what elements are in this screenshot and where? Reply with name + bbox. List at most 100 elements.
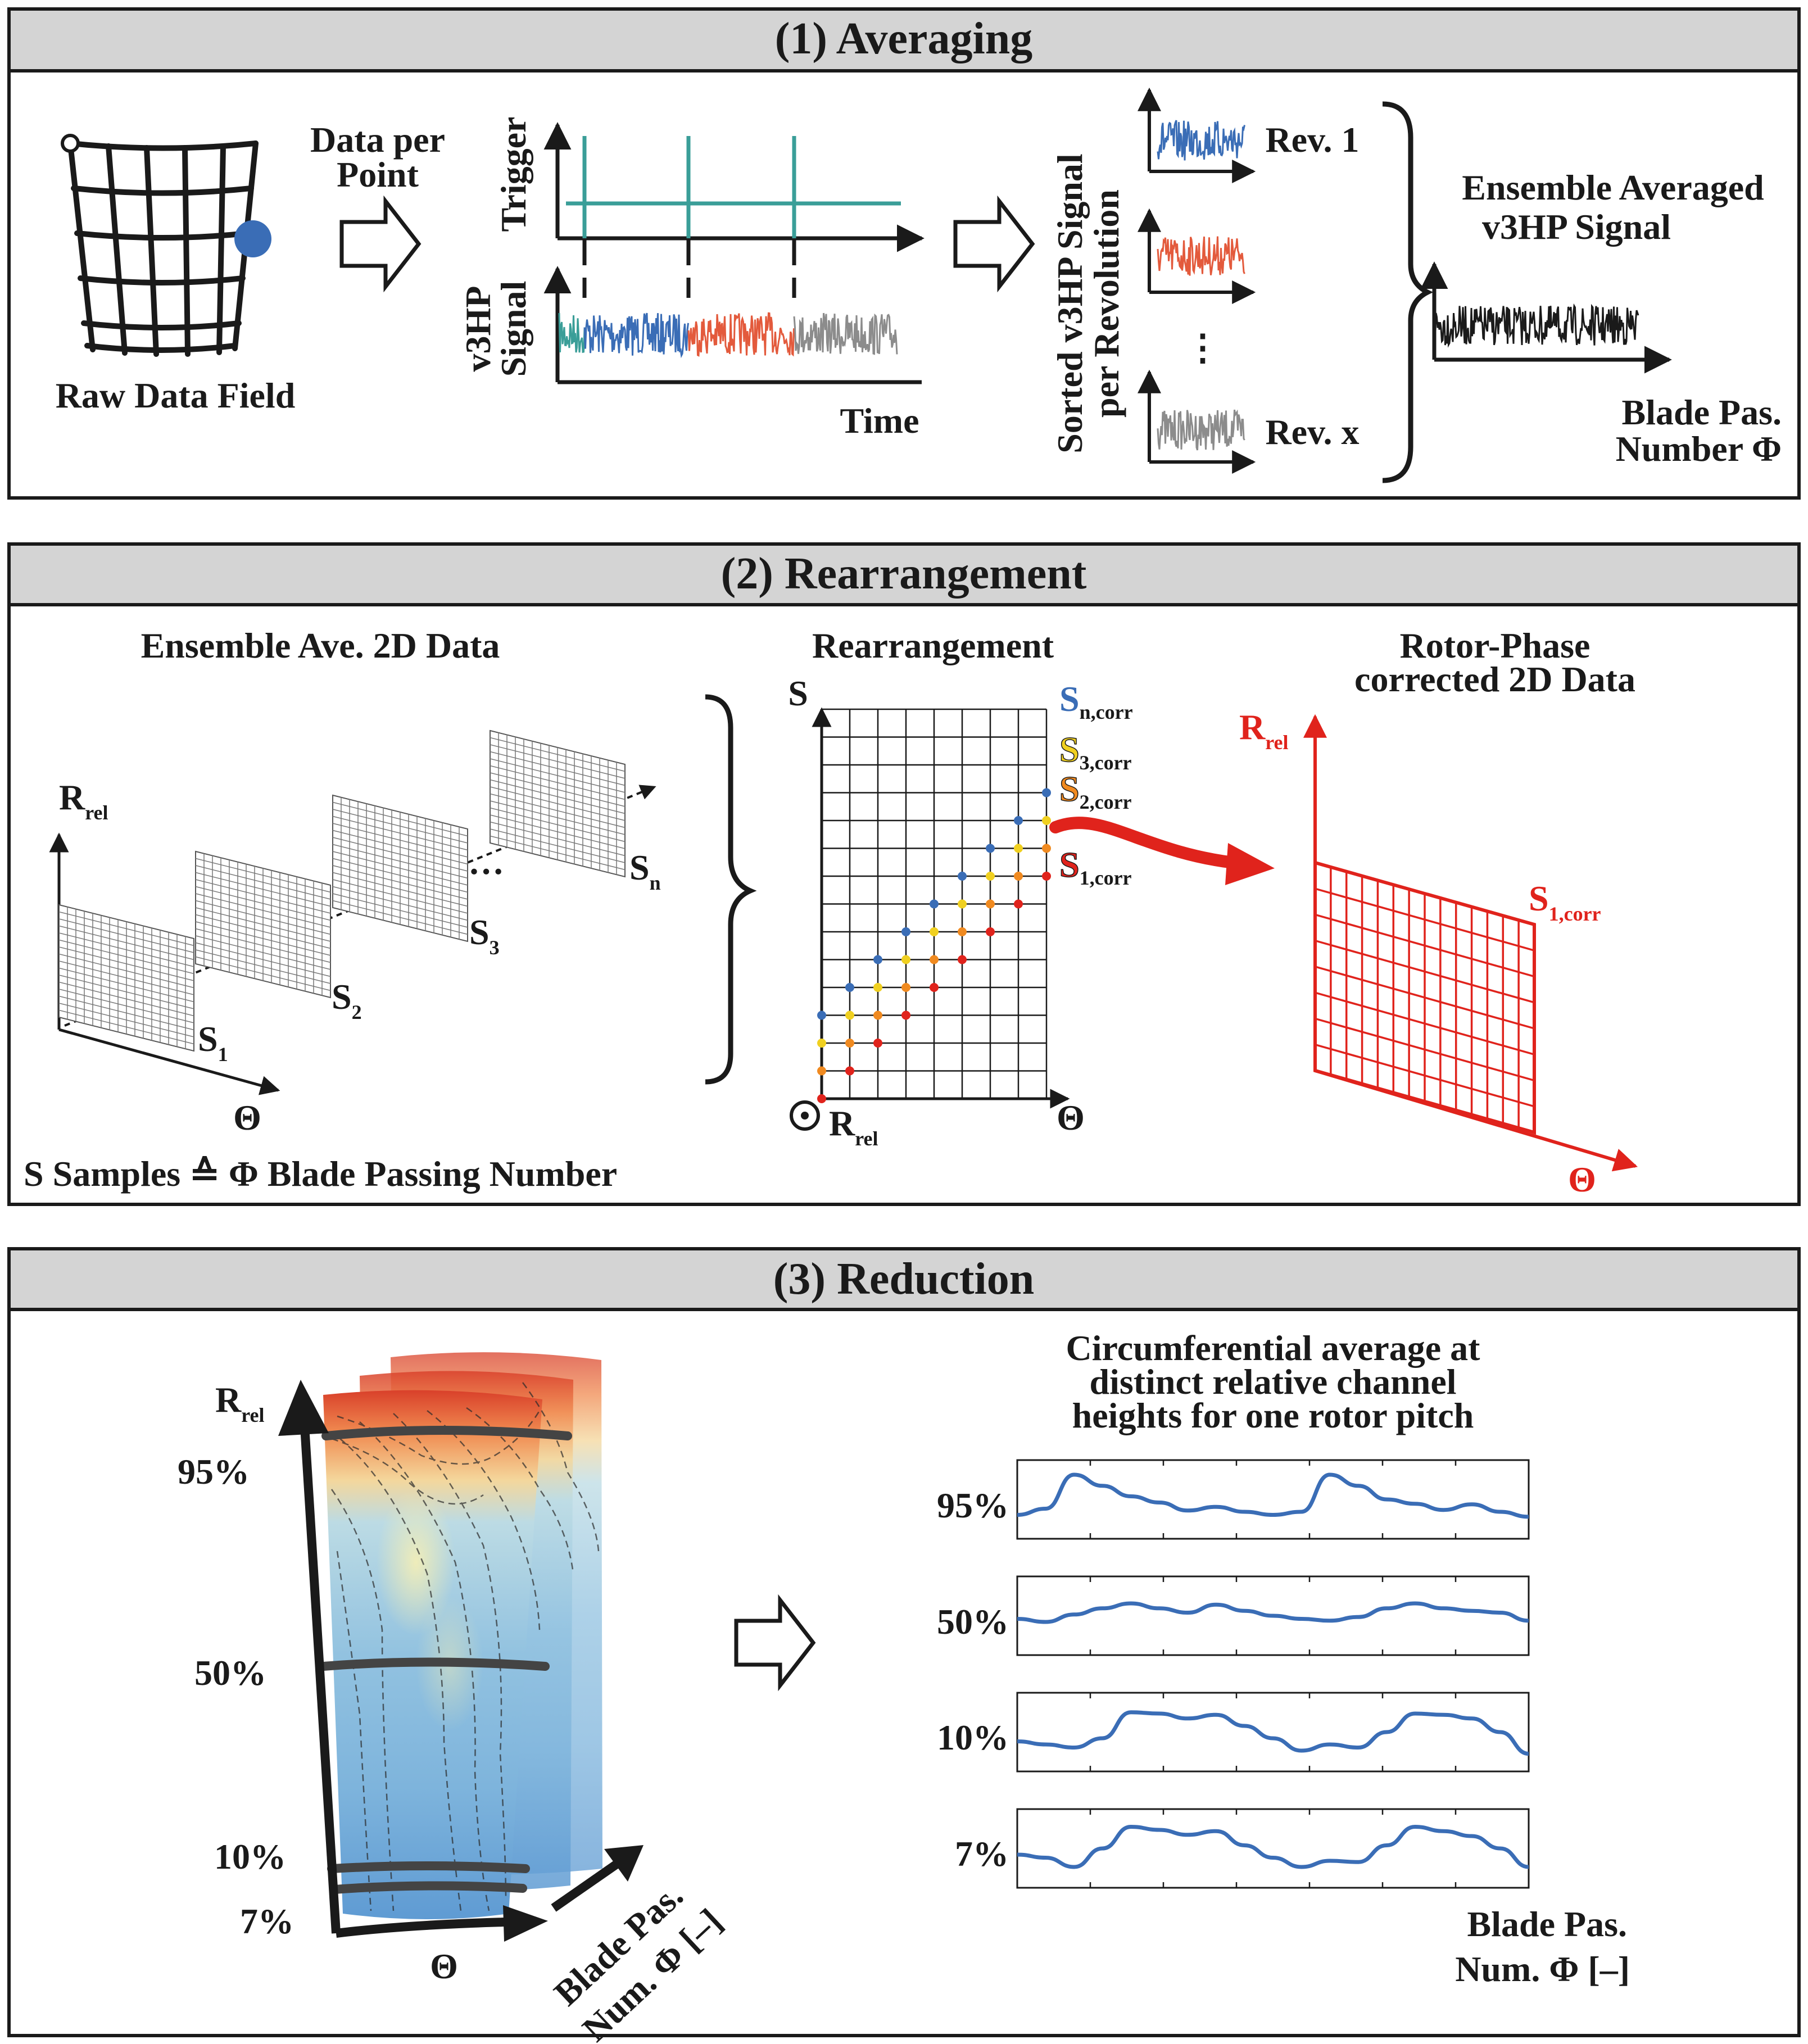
panel-frame [7, 542, 1801, 1206]
dot-orange [1042, 844, 1051, 853]
arrow-right-outline [953, 195, 1035, 293]
dot-red [845, 1066, 854, 1076]
blade-contour-stack [278, 1352, 644, 1942]
sample-grid-sn [490, 729, 626, 878]
plot-level-50: 50% [937, 1602, 1009, 1642]
panel-header [7, 542, 1801, 606]
x-label-2: Num. Φ [–] [1455, 1949, 1630, 1989]
samples-footnote: S Samples ≙ Φ Blade Passing Number [24, 1154, 617, 1194]
mini-plot-rev-1 [1138, 87, 1256, 183]
red-grid-outline [1313, 860, 1536, 1135]
rev-x-label: Rev. x [1265, 412, 1359, 452]
time-label: Time [840, 401, 919, 441]
dot-orange [817, 1066, 826, 1076]
dot-yellow [986, 872, 995, 881]
dot-red [901, 1010, 910, 1020]
dot-orange [1014, 872, 1023, 881]
sample-label-s2: S2 [332, 977, 362, 1023]
reduction-title-1: Circumferential average at [1066, 1328, 1481, 1368]
plot-level-7: 7% [955, 1834, 1009, 1874]
dot-blue [817, 1010, 826, 1020]
dot-blue [1014, 816, 1023, 825]
dot-red [930, 983, 939, 992]
x-label-1: Blade Pas. [1467, 1904, 1627, 1944]
plot-95 [1016, 1459, 1530, 1540]
dot-red [1014, 899, 1023, 909]
ensemble-trace [1433, 303, 1639, 348]
plot-level-10: 10% [937, 1717, 1009, 1757]
height-cut-7 [330, 1881, 527, 1894]
sorted-signal-label-2: per Revolution [1086, 189, 1126, 418]
red-curved-arrow-shaft [1049, 817, 1240, 869]
average-curve [1017, 1601, 1529, 1624]
signal-segment-gray [793, 312, 898, 355]
level-label-95: 95% [178, 1452, 250, 1492]
corrected-red-grid [1313, 860, 1536, 1135]
sorted-signal-label-1: Sorted v3HP Signal [1050, 153, 1090, 453]
red-r-label: Rrel [1239, 707, 1289, 754]
contour-highlight [377, 1489, 455, 1635]
rev-1-label: Rev. 1 [1265, 120, 1359, 160]
blade-axis-arrow [551, 1859, 621, 1912]
signal-segment-teal [558, 312, 586, 353]
corrected-title-1: Rotor-Phase [1400, 626, 1591, 665]
trigger-label: Trigger [493, 117, 533, 232]
dot-blue [930, 899, 939, 909]
corr-label-1: S1,corr [1059, 845, 1132, 889]
data-per-point-label-2: Point [337, 155, 419, 194]
ensemble-averaged-plot [1420, 261, 1672, 374]
dot-orange [845, 1039, 854, 1048]
rearrangement-title: Rearrangement [812, 626, 1054, 665]
red-s1corr-label: S1,corr [1529, 878, 1601, 925]
dot-orange [901, 983, 910, 992]
mini-plot-rev-x [1138, 369, 1256, 474]
average-curve [1017, 1472, 1529, 1519]
arrow-right-outline [339, 195, 422, 293]
data-per-point-label-1: Data per [310, 120, 445, 160]
raw-data-field-label: Raw Data Field [56, 375, 296, 415]
rearrangement-dots [817, 788, 1051, 1103]
corr-label-3: S3,corr [1059, 729, 1132, 774]
dot-red [817, 1094, 826, 1103]
r-axis-arrow [299, 1407, 341, 1934]
sample-grid-s2 [195, 850, 331, 999]
curly-brace [1382, 101, 1434, 483]
sorted-revolution-plots [1138, 87, 1256, 474]
dot-orange [930, 955, 939, 964]
selected-point [234, 220, 271, 257]
panel-title: (3) Reduction [773, 1254, 1034, 1304]
plot-50 [1016, 1575, 1530, 1656]
plot-7 [1016, 1808, 1530, 1889]
theta-axis-arrowhead [503, 1905, 548, 1942]
red-theta-label: Θ [1568, 1159, 1596, 1199]
r-axis-label: Rrel [215, 1380, 265, 1426]
signal-label-1: v3HP [458, 286, 498, 372]
plot-level-95: 95% [937, 1485, 1009, 1525]
theta-axis-label: Θ [233, 1098, 261, 1137]
theta-origin-symbol [790, 1100, 820, 1131]
sample-label-s1: S1 [198, 1019, 228, 1066]
dots-label: … [468, 842, 504, 882]
theta-origin-label: Θ [1057, 1098, 1085, 1137]
panel-reduction: (3) Reduction [7, 1247, 1801, 2044]
height-cut-10 [327, 1861, 530, 1873]
ensemble-title-2: v3HP Signal [1482, 207, 1671, 247]
sample-label-sn: Sn [629, 847, 661, 894]
level-label-10: 10% [214, 1837, 286, 1877]
panel-rearrangement: (2) Rearrangement Ensemble Ave. 2D Data … [7, 542, 1801, 1206]
panel-header [7, 1247, 1801, 1311]
blade-axis-arrowhead [604, 1845, 644, 1882]
panel-averaging: (1) Averaging Raw Data Field Data per Po… [7, 7, 1801, 500]
panel-title: (1) Averaging [775, 14, 1032, 64]
sample-grid-s3 [332, 794, 468, 942]
height-cut-50 [319, 1657, 550, 1671]
dot-yellow [1014, 844, 1023, 853]
r-axis-label: Rrel [59, 777, 108, 824]
corr-label-n: Sn,corr [1059, 679, 1133, 723]
dot-yellow [930, 927, 939, 936]
reduction-title-2: distinct relative channel [1090, 1362, 1457, 1402]
sample-grid-s1 [58, 904, 194, 1052]
level-label-7: 7% [240, 1901, 294, 1941]
blade-pas-label-1: Blade Pas. [1622, 392, 1782, 432]
